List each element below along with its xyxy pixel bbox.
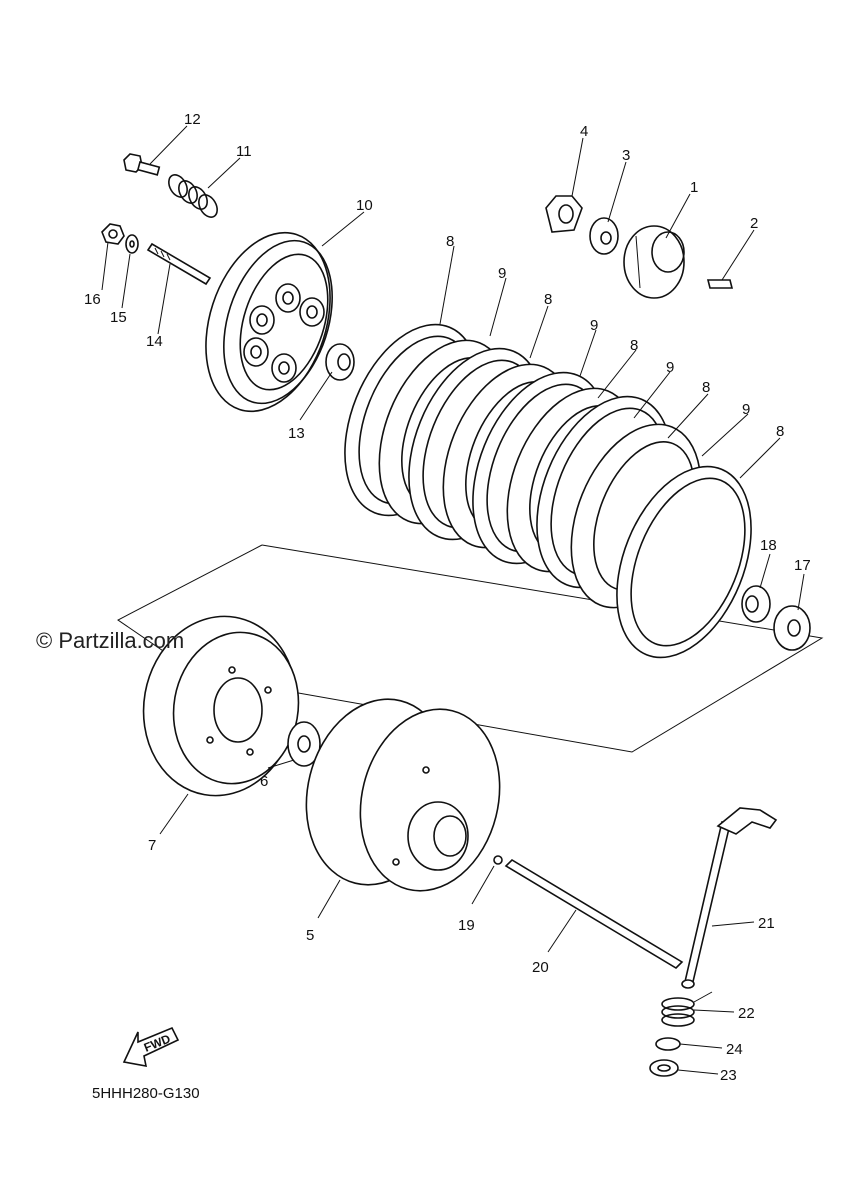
callout-23: 23: [720, 1067, 737, 1084]
callout-7: 7: [148, 837, 156, 854]
callout-3: 3: [622, 147, 630, 164]
callout-8: 8: [630, 337, 638, 354]
callout-22: 22: [738, 1005, 755, 1022]
callout-6: 6: [260, 773, 268, 790]
bearing-18: [741, 585, 771, 623]
watermark: © Partzilla.com: [36, 628, 184, 653]
steel-ball-19: [493, 855, 503, 865]
callout-13: 13: [288, 425, 305, 442]
callout-9: 9: [666, 359, 674, 376]
callout-9: 9: [742, 401, 750, 418]
callout-19: 19: [458, 917, 475, 934]
spring-11: [168, 174, 218, 218]
fwd-arrow-icon: FWD: [122, 1026, 180, 1067]
callout-8: 8: [446, 233, 454, 250]
lock-washer-6: [287, 721, 321, 767]
callout-11: 11: [236, 143, 252, 160]
push-lever-21: [681, 807, 778, 989]
nut-16: [101, 223, 125, 245]
clutch-boss-7: [142, 615, 300, 797]
washer-15: [125, 234, 139, 254]
bolt-12: [123, 153, 161, 176]
callout-2: 2: [750, 215, 758, 232]
callout-9: 9: [590, 317, 598, 334]
callout-14: 14: [146, 333, 163, 350]
return-spring-22: [661, 991, 713, 1027]
callout-8: 8: [776, 423, 784, 440]
callout-18: 18: [760, 537, 777, 554]
clutch-housing-5: [305, 698, 501, 892]
diagram-code: 5HHH280-G130: [92, 1085, 200, 1102]
callout-4: 4: [580, 123, 588, 140]
callout-16: 16: [84, 291, 101, 308]
washer-24: [655, 1037, 681, 1051]
nut-4: [545, 195, 583, 233]
callout-labels: 1 2 3 4 5 6 7 8 9 8 9 8 9 8 9 8 10 11 12…: [84, 111, 811, 1084]
pressure-plate-10: [205, 231, 333, 413]
collar-13: [325, 343, 355, 381]
callout-8: 8: [702, 379, 710, 396]
friction-plate-8: [616, 465, 752, 659]
callout-15: 15: [110, 309, 127, 326]
plate-stack: [344, 323, 752, 659]
key-2: [706, 279, 734, 289]
callout-21: 21: [758, 915, 775, 932]
stud-14: [146, 242, 212, 286]
leader-lines: [101, 125, 805, 1075]
thrust-washer-17: [773, 605, 811, 651]
callout-8: 8: [544, 291, 552, 308]
fwd-label: FWD: [142, 1031, 173, 1054]
callout-12: 12: [184, 111, 201, 128]
callout-1: 1: [690, 179, 698, 196]
washer-3: [589, 217, 619, 255]
push-rod-20: [504, 858, 684, 970]
callout-9: 9: [498, 265, 506, 282]
callout-20: 20: [532, 959, 549, 976]
callout-5: 5: [306, 927, 314, 944]
gear-1: [623, 225, 685, 299]
callout-10: 10: [356, 197, 373, 214]
callout-17: 17: [794, 557, 811, 574]
oil-seal-23: [649, 1059, 679, 1077]
callout-24: 24: [726, 1041, 743, 1058]
